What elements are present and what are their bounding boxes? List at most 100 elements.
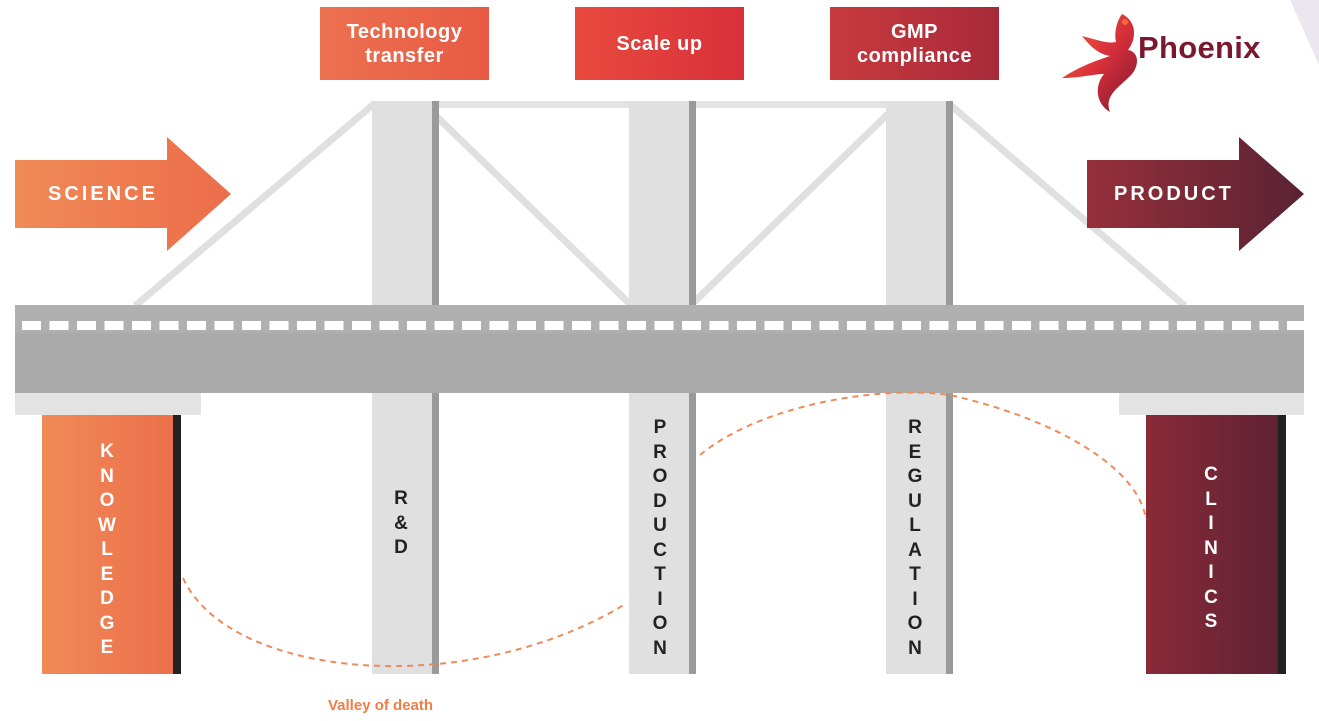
deck-dash	[1259, 321, 1279, 330]
production-letter: O	[652, 613, 668, 634]
rnd-letter: &	[394, 512, 408, 534]
product-arrow	[1087, 137, 1304, 251]
deck-dash	[104, 321, 124, 330]
regulation-letter: E	[908, 441, 922, 463]
clinics-letter: C	[1204, 586, 1218, 608]
deck-dash	[682, 321, 701, 330]
column-knowledge	[42, 415, 175, 674]
deck-dash	[902, 321, 921, 330]
clinics-letter: I	[1208, 513, 1214, 534]
abutment-cap-right	[1119, 393, 1304, 415]
deck-dash	[1012, 321, 1031, 330]
regulation-letter: T	[909, 564, 921, 585]
product-label: PRODUCT	[1114, 183, 1234, 205]
corner-arc	[1290, 0, 1319, 65]
bridge-deck-dashes	[22, 321, 1306, 330]
scale-up-box: Scale up	[575, 7, 744, 80]
valley-of-death-curve	[182, 391, 1147, 668]
deck-dash	[379, 321, 399, 330]
deck-dash	[352, 321, 371, 330]
gmp-compliance-box: GMP compliance	[830, 7, 999, 80]
knowledge-letter: E	[100, 563, 114, 585]
knowledge-letter: G	[99, 612, 115, 634]
regulation-letter: I	[912, 588, 918, 610]
regulation-letter: O	[907, 613, 923, 634]
bridge-braces	[132, 100, 1188, 309]
deck-dash	[324, 321, 344, 330]
rnd-letter: R	[394, 488, 408, 509]
science-label: SCIENCE	[48, 183, 158, 205]
knowledge-letter: O	[99, 490, 115, 511]
column-clinics	[1146, 415, 1278, 674]
knowledge-letter: L	[101, 539, 113, 560]
deck-dash	[792, 321, 811, 330]
regulation-letter: R	[908, 417, 922, 438]
deck-dash	[1177, 321, 1196, 330]
production-letter: D	[653, 490, 667, 512]
regulation-letter: A	[908, 539, 922, 561]
deck-dash	[627, 321, 646, 330]
production-letter: R	[653, 441, 667, 463]
knowledge-letter: N	[100, 465, 114, 487]
rnd-letter: D	[394, 537, 408, 558]
deck-dash	[517, 321, 536, 330]
deck-dash	[489, 321, 509, 330]
clinics-letter: L	[1205, 488, 1217, 510]
production-letter: P	[653, 417, 667, 438]
deck-dash	[929, 321, 949, 330]
deck-dash	[654, 321, 674, 330]
deck-dash	[847, 321, 866, 330]
deck-dash	[599, 321, 619, 330]
rnd-label: R & D	[388, 487, 414, 561]
production-letter: O	[652, 466, 668, 487]
valley-of-death-label: Valley of death	[328, 697, 434, 714]
deck-dash	[1094, 321, 1114, 330]
knowledge-letter: W	[98, 514, 116, 536]
deck-dash	[737, 321, 756, 330]
deck-dash	[159, 321, 179, 330]
deck-dash	[49, 321, 69, 330]
deck-dash	[1122, 321, 1141, 330]
deck-dash	[22, 321, 41, 330]
clinics-letter: S	[1204, 611, 1218, 632]
technology-transfer-box: Technology transfer	[320, 7, 489, 80]
deck-dash	[572, 321, 591, 330]
deck-dash	[214, 321, 234, 330]
deck-dash	[957, 321, 976, 330]
deck-dash	[1204, 321, 1224, 330]
technology-transfer-line1: Technology	[346, 20, 463, 43]
regulation-letter: N	[908, 637, 922, 659]
deck-dash	[434, 321, 454, 330]
deck-dash	[77, 321, 96, 330]
deck-dash	[462, 321, 481, 330]
production-letter: C	[653, 539, 667, 561]
knowledge-letter: K	[100, 441, 114, 462]
deck-dash	[819, 321, 839, 330]
clinics-letter: C	[1204, 464, 1218, 485]
deck-dash	[984, 321, 1004, 330]
deck-dash	[1067, 321, 1086, 330]
deck-dash	[269, 321, 289, 330]
deck-dash	[297, 321, 316, 330]
regulation-letter: U	[908, 490, 922, 512]
science-arrow	[15, 137, 231, 251]
phoenix-logo-icon	[1062, 14, 1137, 112]
phoenix-logo-text: Phoenix	[1138, 30, 1261, 65]
deck-dash	[132, 321, 151, 330]
deck-dash	[187, 321, 206, 330]
deck-dash	[764, 321, 784, 330]
bridge-deck-rail	[15, 305, 1304, 319]
knowledge-letter: D	[100, 588, 114, 609]
production-letter: N	[653, 637, 667, 659]
regulation-letter: L	[909, 515, 921, 536]
clinics-letter: N	[1204, 537, 1218, 559]
deck-dash	[709, 321, 729, 330]
technology-transfer-line2: transfer	[365, 44, 444, 67]
gmp-compliance-line1: GMP	[890, 20, 939, 43]
deck-dash	[1039, 321, 1059, 330]
clinics-letter: I	[1208, 562, 1214, 583]
scale-up-label: Scale up	[616, 32, 703, 55]
